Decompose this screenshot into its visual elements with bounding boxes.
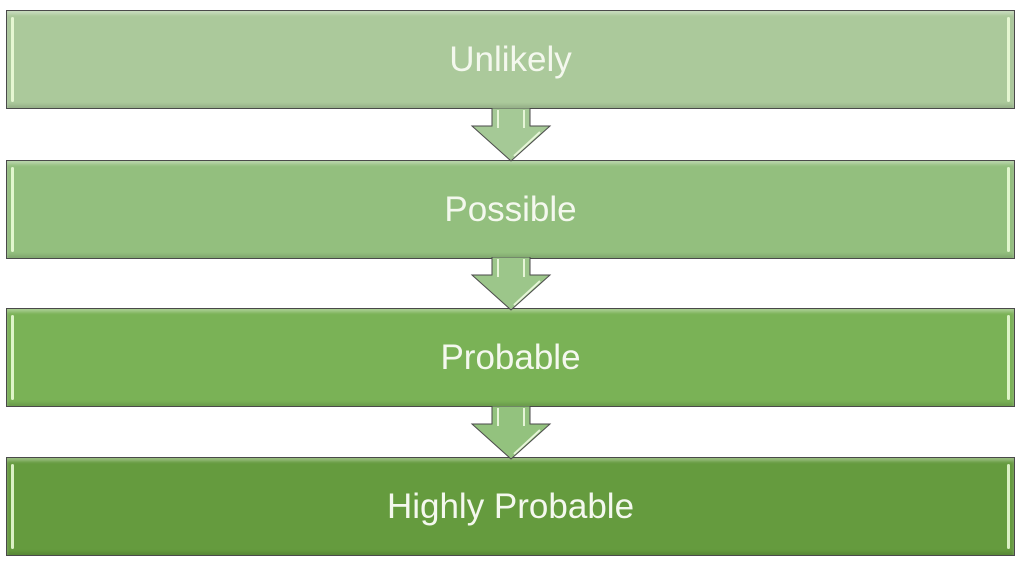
step-highly-probable: Highly Probable bbox=[6, 457, 1015, 556]
step-label: Unlikely bbox=[449, 39, 572, 79]
step-probable: Probable bbox=[6, 308, 1015, 407]
step-unlikely: Unlikely bbox=[6, 10, 1015, 109]
step-label: Highly Probable bbox=[386, 486, 635, 526]
down-arrow-icon bbox=[470, 257, 552, 311]
step-label: Possible bbox=[444, 189, 577, 229]
step-label: Probable bbox=[440, 337, 581, 377]
step-possible: Possible bbox=[6, 160, 1015, 259]
down-arrow-icon bbox=[470, 406, 552, 460]
down-arrow-icon bbox=[470, 108, 552, 162]
